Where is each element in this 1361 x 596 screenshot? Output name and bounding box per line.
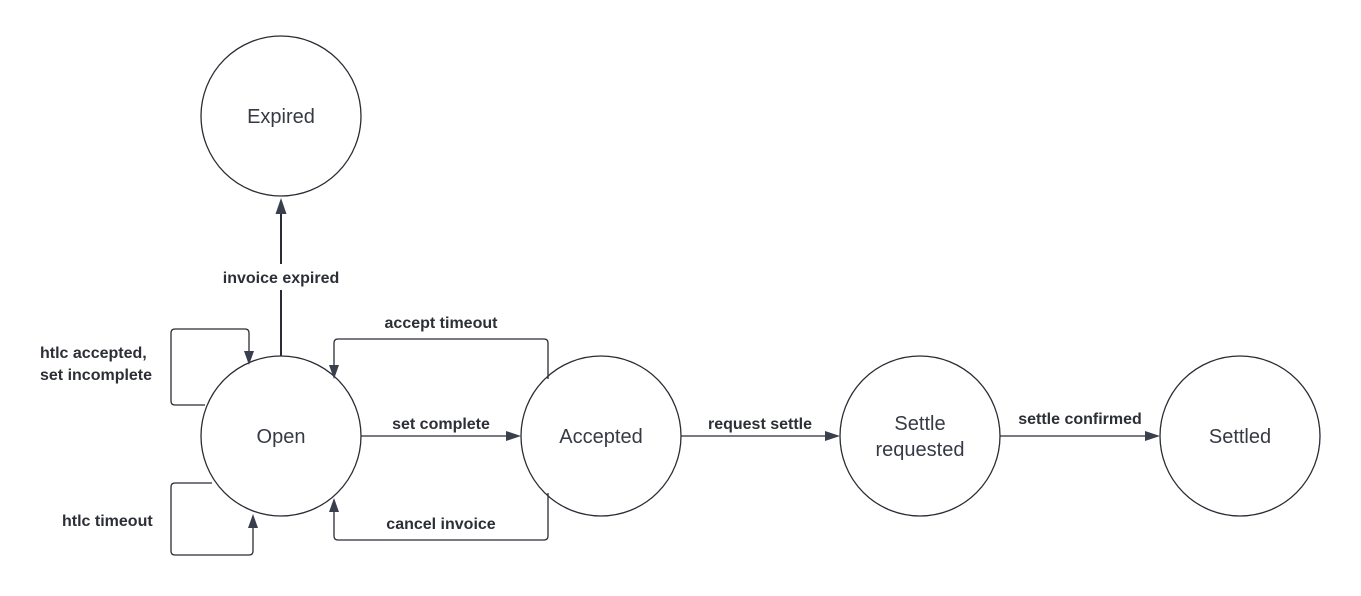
transition-htlc-accepted-path — [170, 328, 250, 406]
state-open-label: Open — [257, 426, 306, 448]
transition-htlc-accepted-label-line1: htlc accepted, — [40, 345, 147, 362]
transition-invoice-expired: invoice expired — [212, 198, 350, 356]
transition-set-complete: set complete — [361, 416, 521, 441]
transition-request-settle: request settle — [681, 416, 840, 441]
transition-htlc-accepted: htlc accepted, set incomplete — [40, 328, 254, 406]
transition-cancel-invoice: cancel invoice — [329, 493, 549, 541]
transition-set-complete-arrowhead — [506, 431, 521, 441]
transition-set-complete-label: set complete — [392, 416, 490, 433]
state-settle-requested-circle — [839, 355, 1001, 517]
transition-accept-timeout-arrowhead — [329, 365, 339, 379]
transition-request-settle-arrowhead — [825, 431, 840, 441]
transition-settle-confirmed-label: settle confirmed — [1018, 411, 1142, 428]
state-settle-requested: Settle requested — [839, 355, 1001, 517]
transition-invoice-expired-label: invoice expired — [223, 270, 340, 287]
transition-accept-timeout-label: accept timeout — [385, 315, 499, 332]
transition-htlc-timeout: htlc timeout — [62, 482, 258, 556]
transition-request-settle-label: request settle — [708, 416, 812, 433]
state-accepted: Accepted — [520, 355, 682, 517]
state-expired-circle — [200, 35, 362, 197]
transition-cancel-invoice-arrowhead — [329, 498, 339, 512]
state-settled: Settled — [1159, 355, 1321, 517]
transition-htlc-timeout-label: htlc timeout — [62, 513, 153, 530]
state-settle-requested-label-line1: Settle — [894, 413, 945, 435]
state-settled-label: Settled — [1209, 426, 1271, 448]
transition-settle-confirmed: settle confirmed — [1000, 411, 1160, 441]
transition-cancel-invoice-path — [333, 493, 549, 541]
state-open: Open — [200, 355, 362, 517]
transition-invoice-expired-label-bg — [212, 264, 350, 290]
state-expired: Expired — [200, 35, 362, 197]
transition-accept-timeout-path — [333, 338, 549, 379]
state-expired-label: Expired — [247, 106, 315, 128]
transition-htlc-accepted-arrowhead — [244, 351, 254, 365]
transition-htlc-timeout-path — [170, 482, 254, 556]
transition-settle-confirmed-arrowhead — [1145, 431, 1160, 441]
transition-htlc-timeout-arrowhead — [248, 514, 258, 528]
transition-accept-timeout: accept timeout — [329, 315, 549, 379]
state-accepted-label: Accepted — [559, 426, 642, 448]
transition-htlc-accepted-label-line2: set incomplete — [40, 367, 152, 384]
transition-invoice-expired-arrowhead — [275, 198, 287, 214]
transition-cancel-invoice-label: cancel invoice — [386, 516, 495, 533]
state-settle-requested-label-line2: requested — [876, 439, 965, 461]
